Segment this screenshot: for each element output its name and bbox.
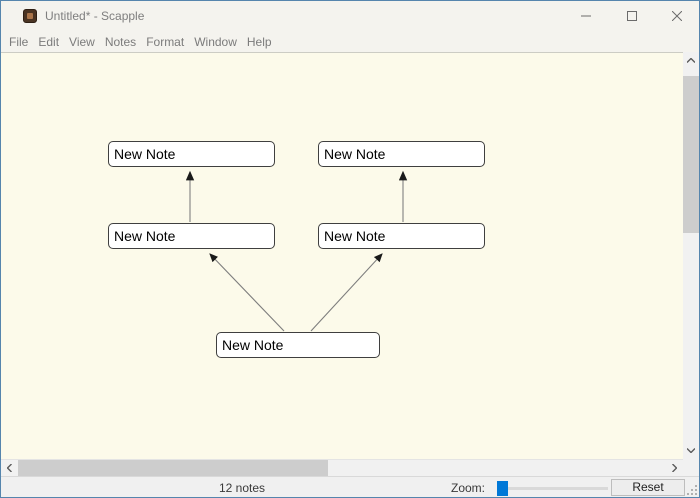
menu-item-window[interactable]: Window bbox=[194, 35, 237, 49]
maximize-icon bbox=[627, 11, 637, 21]
connection-arrow-bottom-middleright bbox=[311, 254, 382, 331]
menu-item-format[interactable]: Format bbox=[146, 35, 184, 49]
menu-bar: File Edit View Notes Format Window Help bbox=[1, 31, 699, 52]
vertical-scrollbar-thumb[interactable] bbox=[683, 76, 699, 233]
connections-layer bbox=[1, 53, 684, 459]
scroll-left-button[interactable] bbox=[1, 460, 18, 476]
note-card-middle-left[interactable]: New Note bbox=[108, 223, 275, 249]
vertical-scrollbar[interactable] bbox=[683, 52, 699, 459]
scroll-up-button[interactable] bbox=[683, 52, 699, 69]
status-bar: 12 notes Zoom: Reset bbox=[1, 476, 699, 497]
menu-item-view[interactable]: View bbox=[69, 35, 95, 49]
close-button[interactable] bbox=[654, 1, 700, 31]
zoom-reset-button[interactable]: Reset bbox=[611, 479, 685, 496]
zoom-slider-thumb[interactable] bbox=[497, 481, 508, 496]
note-card-top-left[interactable]: New Note bbox=[108, 141, 275, 167]
scroll-right-icon bbox=[672, 464, 677, 472]
scroll-down-icon bbox=[687, 448, 695, 453]
horizontal-scrollbar[interactable] bbox=[1, 459, 683, 476]
scroll-right-button[interactable] bbox=[666, 460, 683, 476]
resize-grip-icon[interactable] bbox=[687, 485, 697, 495]
menu-item-help[interactable]: Help bbox=[247, 35, 272, 49]
scapple-app-icon bbox=[23, 9, 37, 23]
note-card-top-right[interactable]: New Note bbox=[318, 141, 485, 167]
horizontal-scrollbar-thumb[interactable] bbox=[18, 460, 328, 476]
minimize-icon bbox=[581, 11, 591, 21]
zoom-slider[interactable] bbox=[498, 487, 608, 490]
menu-item-edit[interactable]: Edit bbox=[38, 35, 59, 49]
connection-arrow-bottom-middleleft bbox=[210, 254, 284, 331]
maximize-button[interactable] bbox=[609, 1, 655, 31]
document-canvas[interactable]: New Note New Note New Note New Note New … bbox=[1, 52, 684, 459]
scroll-left-icon bbox=[7, 464, 12, 472]
menu-item-file[interactable]: File bbox=[9, 35, 28, 49]
note-card-bottom-center[interactable]: New Note bbox=[216, 332, 380, 358]
note-count-label: 12 notes bbox=[192, 481, 292, 495]
title-bar[interactable]: Untitled* - Scapple bbox=[1, 1, 699, 31]
scroll-down-button[interactable] bbox=[683, 442, 699, 459]
note-card-middle-right[interactable]: New Note bbox=[318, 223, 485, 249]
scrollbar-corner bbox=[683, 459, 699, 476]
minimize-button[interactable] bbox=[563, 1, 609, 31]
window-title: Untitled* - Scapple bbox=[45, 9, 144, 23]
scroll-up-icon bbox=[687, 58, 695, 63]
menu-item-notes[interactable]: Notes bbox=[105, 35, 136, 49]
close-icon bbox=[672, 11, 682, 21]
zoom-label: Zoom: bbox=[451, 481, 485, 495]
